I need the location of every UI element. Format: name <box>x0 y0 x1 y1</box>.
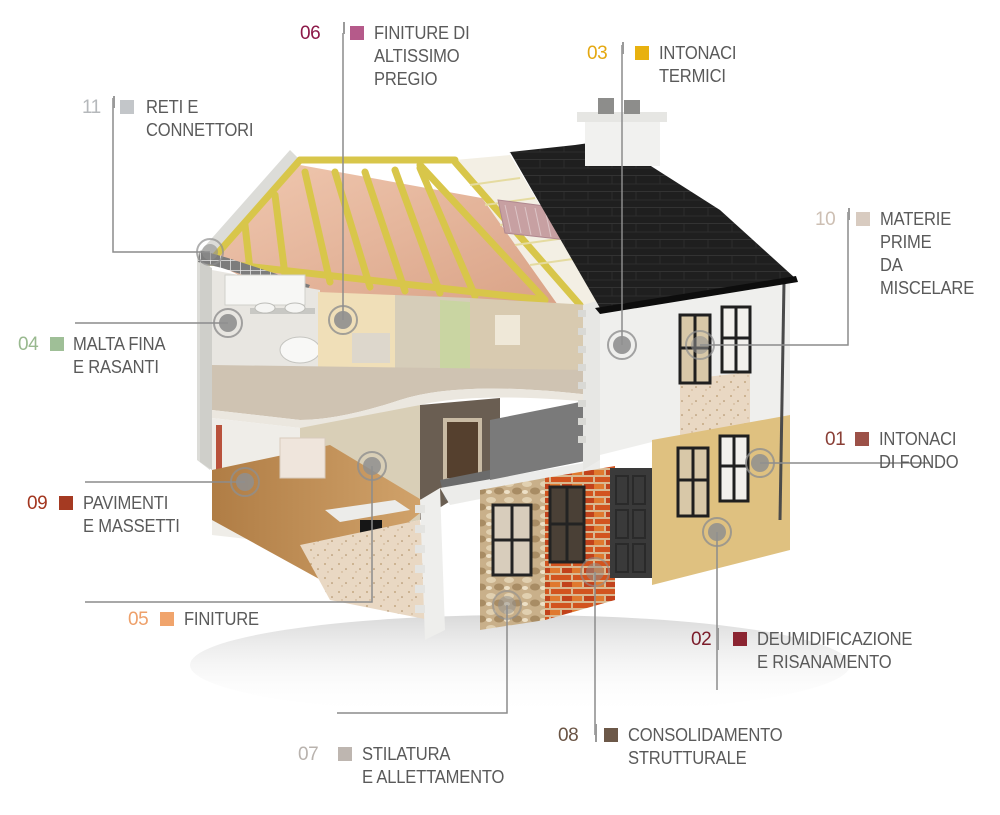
color-swatch-07 <box>338 747 352 761</box>
separator-bar <box>848 208 850 220</box>
color-swatch-06 <box>350 26 364 40</box>
marker-05 <box>357 451 387 481</box>
callout-number: 05 <box>128 609 149 630</box>
callout-number: 09 <box>27 493 48 514</box>
marker-09 <box>230 467 260 497</box>
drain-pipe <box>778 281 786 521</box>
marker-02 <box>702 517 732 547</box>
leader-lines <box>75 33 930 735</box>
color-swatch-08 <box>604 728 618 742</box>
color-swatch-02 <box>733 632 747 646</box>
separator-bar <box>113 96 115 108</box>
color-swatch-05 <box>160 612 174 626</box>
color-swatch-10 <box>856 212 870 226</box>
marker-06 <box>328 305 358 335</box>
color-swatch-04 <box>50 337 64 351</box>
callout-number: 06 <box>300 23 321 44</box>
separator-bar <box>717 628 719 650</box>
marker-10 <box>685 330 715 360</box>
callout-number: 02 <box>691 629 712 650</box>
callout-number: 01 <box>825 429 846 450</box>
marker-04 <box>213 308 243 338</box>
callout-number: 04 <box>18 334 39 355</box>
color-swatch-09 <box>59 496 73 510</box>
separator-bar <box>622 42 624 54</box>
color-swatch-11 <box>120 100 134 114</box>
callout-number: 03 <box>587 43 608 64</box>
color-swatch-03 <box>635 46 649 60</box>
callout-number: 07 <box>298 744 319 765</box>
callout-number: 11 <box>82 97 101 118</box>
callout-number: 08 <box>558 725 579 746</box>
marker-11 <box>196 238 224 266</box>
separator-bar <box>595 724 597 742</box>
callout-number: 10 <box>815 209 836 230</box>
callout-label: FINITURE <box>184 609 259 629</box>
marker-08 <box>580 557 610 587</box>
marker-circles <box>196 238 775 620</box>
color-swatch-01 <box>855 432 869 446</box>
callout-05: 05 FINITURE <box>128 608 265 631</box>
roof-shingles <box>455 140 795 308</box>
roof-rafters <box>206 156 584 309</box>
ground-shadow <box>190 615 850 715</box>
marker-01 <box>745 448 775 478</box>
marker-03 <box>607 330 637 360</box>
marker-07 <box>492 590 522 620</box>
separator-bar <box>343 22 345 34</box>
